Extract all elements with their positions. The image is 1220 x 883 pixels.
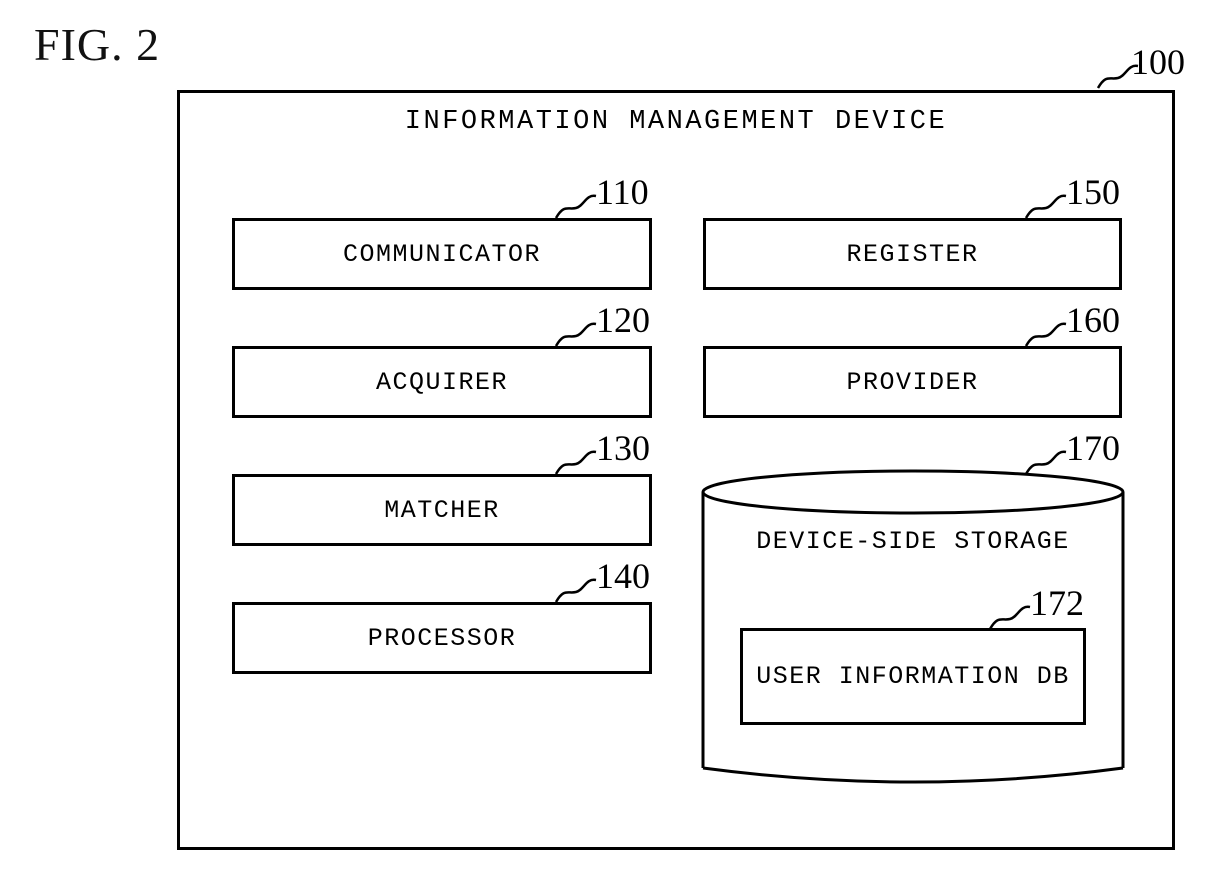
block-communicator: COMMUNICATOR xyxy=(232,218,652,290)
leader-curve-icon xyxy=(554,578,597,603)
figure-caption: FIG. 2 xyxy=(34,19,161,70)
block-provider: PROVIDER xyxy=(703,346,1122,418)
reference-numeral-110: 110 xyxy=(596,172,649,212)
leader-line-170 xyxy=(1020,448,1072,490)
block-processor-label: PROCESSOR xyxy=(367,623,517,653)
device-side-storage-label: DEVICE-SIDE STORAGE xyxy=(756,527,1070,556)
device-title: INFORMATION MANAGEMENT DEVICE xyxy=(404,107,948,137)
block-user-information-db-label: USER INFORMATION DB xyxy=(756,662,1070,691)
reference-numeral-120: 120 xyxy=(596,300,650,340)
leader-line-130 xyxy=(550,448,602,490)
leader-line-150 xyxy=(1020,192,1072,234)
reference-numeral-172: 172 xyxy=(1030,583,1084,623)
reference-numeral-130: 130 xyxy=(596,428,650,468)
block-processor: PROCESSOR xyxy=(232,602,652,674)
leader-line-120 xyxy=(550,320,602,362)
block-user-information-db: USER INFORMATION DB xyxy=(740,628,1086,725)
reference-numeral-170: 170 xyxy=(1066,428,1120,468)
leader-curve-icon xyxy=(554,322,597,347)
leader-line-172 xyxy=(984,603,1036,645)
reference-numeral-150: 150 xyxy=(1066,172,1120,212)
block-communicator-label: COMMUNICATOR xyxy=(342,239,542,269)
block-provider-label: PROVIDER xyxy=(846,367,979,397)
cylinder-icon xyxy=(701,469,1125,784)
block-register-label: REGISTER xyxy=(846,239,979,269)
block-matcher: MATCHER xyxy=(232,474,652,546)
reference-numeral-140: 140 xyxy=(596,556,650,596)
leader-curve-icon xyxy=(1024,450,1067,475)
block-register: REGISTER xyxy=(703,218,1122,290)
leader-line-100 xyxy=(1092,62,1144,104)
leader-line-160 xyxy=(1020,320,1072,362)
leader-line-140 xyxy=(550,576,602,618)
leader-curve-icon xyxy=(1096,64,1139,89)
leader-curve-icon xyxy=(554,450,597,475)
cylinder-shape-device-side-storage xyxy=(700,468,1126,794)
block-acquirer-label: ACQUIRER xyxy=(375,367,509,397)
reference-numeral-160: 160 xyxy=(1066,300,1120,340)
reference-numeral-100: 100 xyxy=(1131,42,1185,82)
leader-curve-icon xyxy=(988,605,1031,630)
leader-curve-icon xyxy=(1024,194,1067,219)
block-matcher-label: MATCHER xyxy=(384,495,500,525)
leader-line-110 xyxy=(550,192,602,234)
leader-curve-icon xyxy=(1024,322,1067,347)
leader-curve-icon xyxy=(554,194,597,219)
block-acquirer: ACQUIRER xyxy=(232,346,652,418)
